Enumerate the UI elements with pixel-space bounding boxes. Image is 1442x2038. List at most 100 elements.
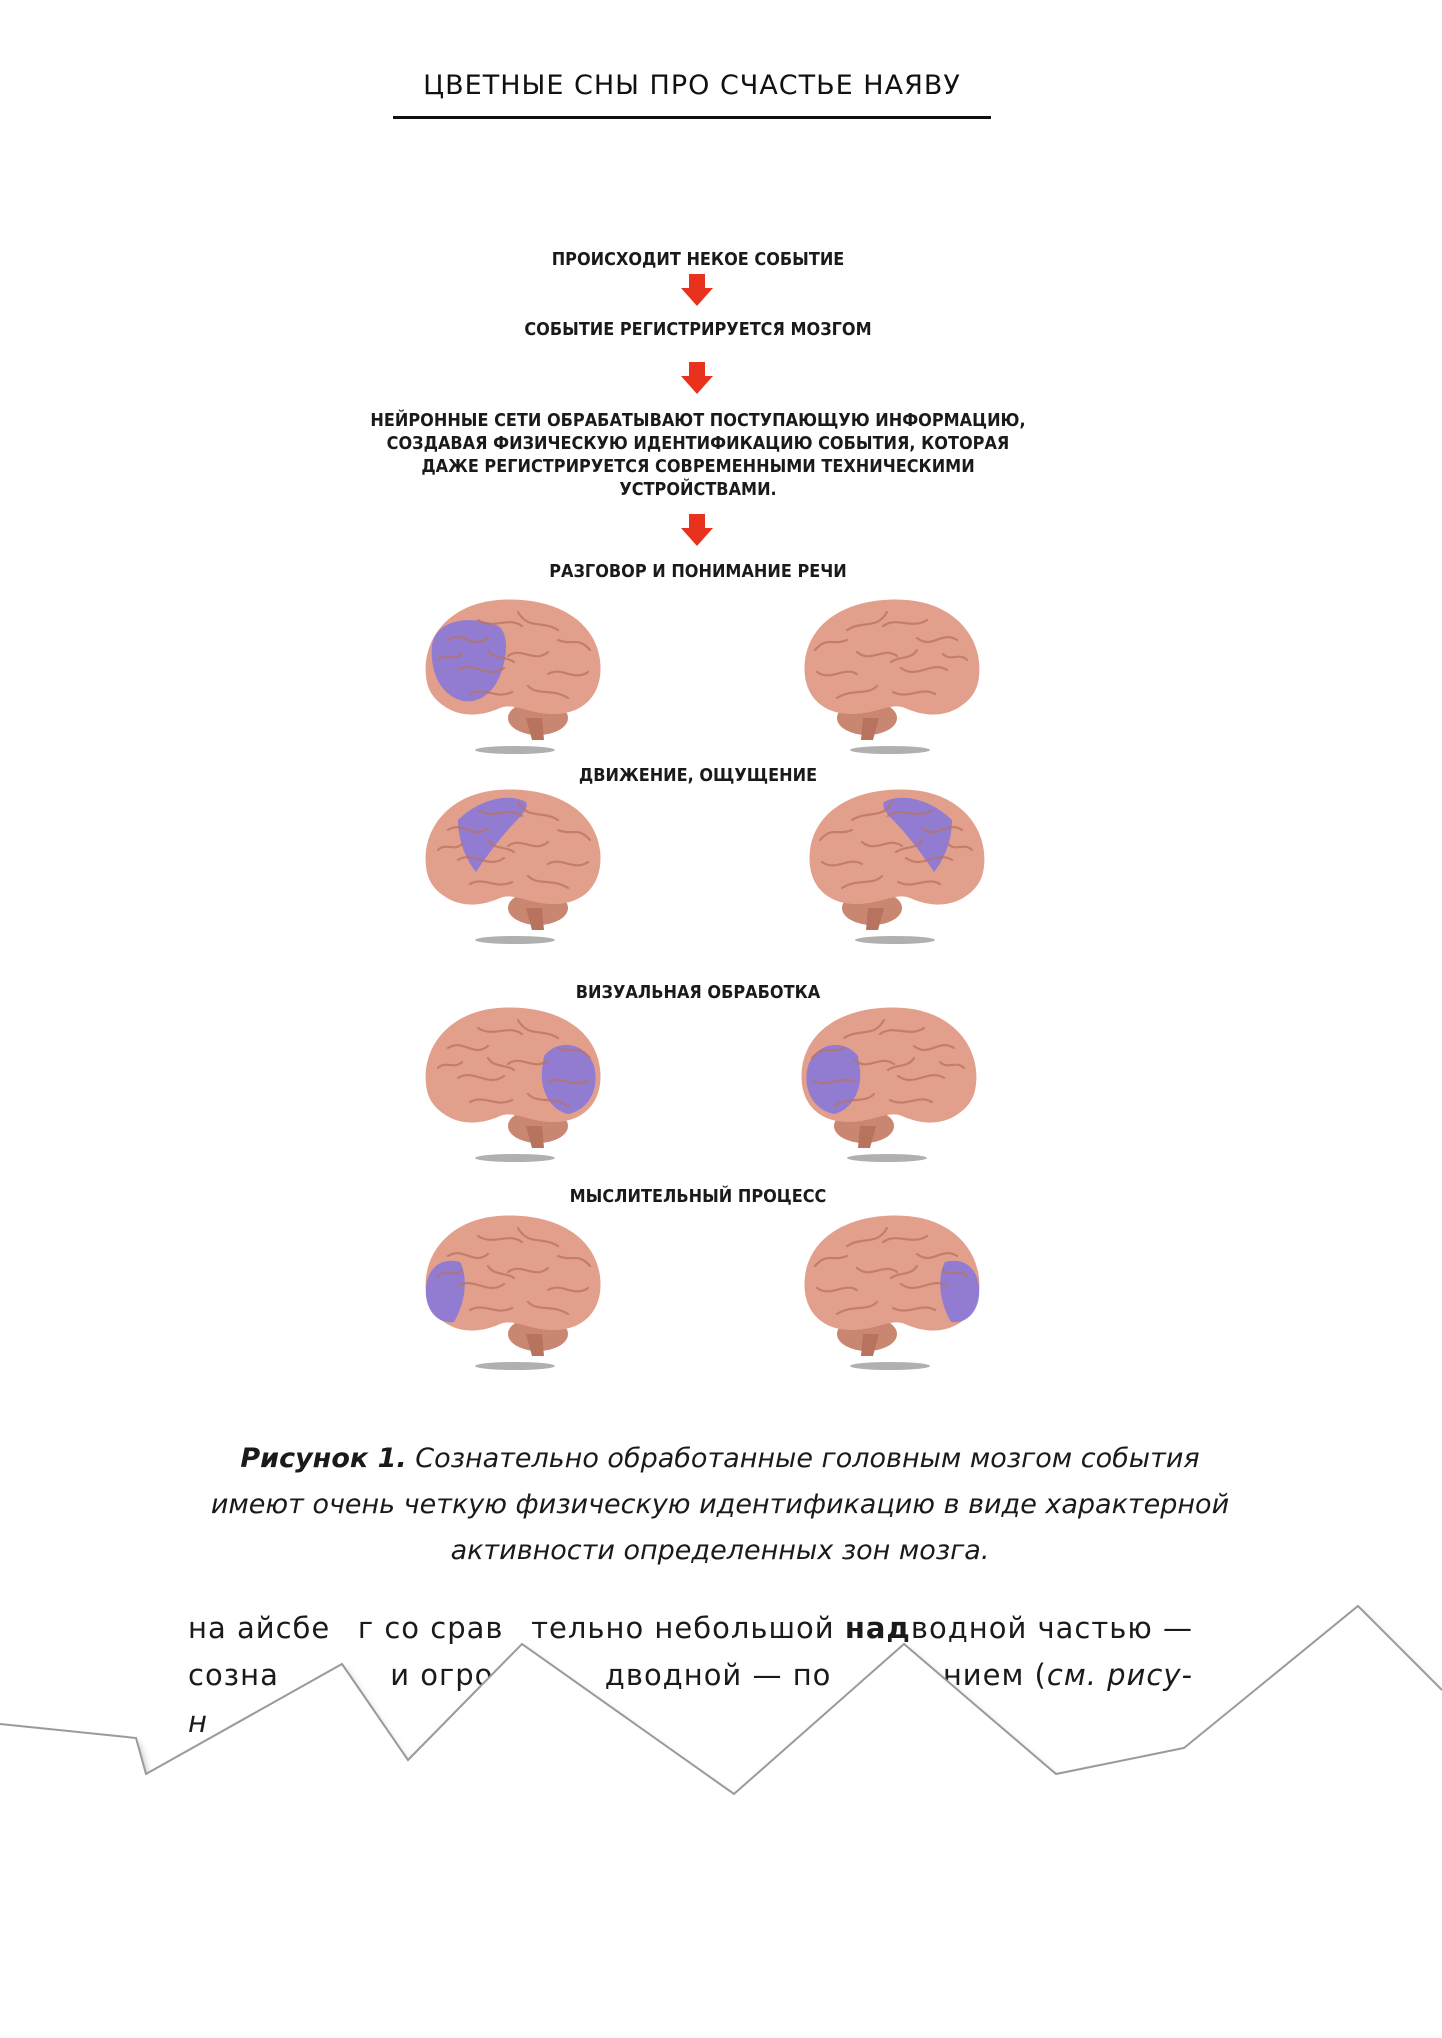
brain-fold	[486, 838, 516, 854]
brain-fold	[446, 1252, 490, 1260]
brain-fold	[556, 1254, 592, 1268]
brain-fold	[840, 874, 884, 890]
brain-fold	[889, 648, 919, 664]
torn-paper-edge	[0, 1604, 1442, 2038]
highlighted-region	[458, 797, 527, 872]
body-paragraph: на айсбе г со срав тельно небольшой надв…	[188, 1605, 1193, 1746]
zone-title-visual: ВИЗУАЛЬНАЯ ОБРАБОТКА	[575, 983, 821, 1003]
brain-stem	[861, 718, 879, 740]
brain-image-left-motor	[418, 780, 612, 950]
brain-fold	[889, 1264, 919, 1280]
brain-fold	[812, 1078, 856, 1085]
brain-fold	[915, 1252, 959, 1260]
brain-fold	[842, 1018, 886, 1040]
brain-stem	[526, 908, 544, 930]
brain-image-left-thinking	[418, 1206, 612, 1376]
down-arrow-icon	[681, 274, 713, 306]
brain-fold	[894, 838, 924, 854]
brain-fold	[860, 840, 904, 848]
brain-fold	[556, 1046, 592, 1060]
brain-fold	[556, 828, 592, 842]
brain-fold	[486, 648, 516, 664]
running-header: ЦВЕТНЫЕ СНЫ ПРО СЧАСТЬЕ НАЯВУ	[423, 70, 961, 101]
brain-fold	[546, 860, 590, 867]
down-arrow-icon	[681, 514, 713, 546]
brain-fold	[546, 1286, 590, 1293]
brain-fold	[904, 856, 954, 864]
body-fragment: дводной — по	[604, 1658, 832, 1692]
down-arrow-icon	[681, 362, 713, 394]
brain-fold	[820, 860, 864, 867]
brain-shadow	[475, 1154, 555, 1162]
header-rule	[393, 116, 991, 119]
brain-shadow	[475, 746, 555, 754]
flow-step-registered: СОБЫТИЕ РЕГИСТРИРУЕТСЯ МОЗГОМ	[524, 320, 872, 340]
brain-fold	[878, 1026, 926, 1036]
zone-title-motor: ДВИЖЕНИЕ, ОЩУЩЕНИЕ	[578, 766, 818, 786]
brain-fold	[835, 684, 879, 700]
flow-step-line: СОЗДАВАЯ ФИЗИЧЕСКУЮ ИДЕНТИФИКАЦИЮ СОБЫТИ…	[386, 434, 1010, 454]
brain-fold	[899, 666, 949, 674]
body-fragment: тельно небольшой	[531, 1611, 845, 1645]
brain-fold	[436, 652, 464, 662]
body-italic-fragment: н	[188, 1705, 208, 1739]
brain-fold	[456, 1282, 506, 1290]
brain-fold	[468, 880, 514, 886]
brain-fold	[516, 800, 560, 822]
brain-shadow	[475, 1362, 555, 1370]
highlighted-region	[541, 1044, 596, 1114]
body-bold-fragment: над	[844, 1611, 911, 1645]
figure-caption: Рисунок 1. Сознательно обработанные голо…	[170, 1436, 1270, 1574]
brain-fold	[813, 1254, 849, 1268]
brain-fold	[526, 684, 570, 700]
brain-stem	[526, 1126, 544, 1148]
brain-stem	[526, 1334, 544, 1356]
brain-fold	[526, 874, 570, 890]
body-fragment: водной частью —	[910, 1611, 1193, 1645]
brain-fold	[881, 618, 929, 628]
caption-line: имеют очень четкую физическую идентифика…	[210, 1489, 1230, 1520]
body-fragment: на айсбе	[188, 1611, 331, 1645]
brain-fold	[456, 666, 506, 674]
body-fragment: нием (см. рису-	[943, 1652, 1193, 1699]
brain-fold	[818, 828, 854, 842]
flow-step-event: ПРОИСХОДИТ НЕКОЕ СОБЫТИЕ	[551, 250, 845, 270]
body-fragment: нием (	[942, 1658, 1047, 1692]
brain-fold	[476, 808, 524, 818]
body-fragment: созна	[188, 1658, 279, 1692]
brain-stem	[866, 908, 884, 930]
brain-fold	[832, 1092, 876, 1108]
zone-title-thinking: МЫСЛИТЕЛЬНЫЙ ПРОЦЕСС	[569, 1187, 827, 1207]
brain-fold	[506, 840, 550, 848]
brain-fold	[468, 690, 514, 696]
brain-fold	[456, 856, 506, 864]
brain-fold	[476, 1234, 524, 1244]
brain-fold	[546, 670, 590, 677]
body-line: созна и огро дводной — по нием (см. рису…	[188, 1652, 1193, 1699]
brain-image-left-visual	[418, 998, 612, 1168]
brain-fold	[526, 1092, 570, 1108]
highlighted-region	[425, 1260, 465, 1323]
flow-step-neural-networks: НЕЙРОННЫЕ СЕТИ ОБРАБАТЫВАЮТ ПОСТУПАЮЩУЮ …	[332, 410, 1064, 502]
brain-fold	[815, 670, 859, 677]
body-italic-fragment: см. рису-	[1046, 1658, 1193, 1692]
body-fragment: и огро	[390, 1658, 494, 1692]
brain-fold	[516, 610, 560, 632]
brain-shadow	[847, 1154, 927, 1162]
brain-fold	[516, 1226, 560, 1248]
brain-fold	[855, 1266, 899, 1274]
brain-fold	[446, 636, 490, 644]
brain-fold	[946, 842, 974, 852]
brain-fold	[506, 650, 550, 658]
caption-line: активности определенных зон мозга.	[450, 1535, 990, 1566]
brain-fold	[486, 1264, 516, 1280]
brain-fold	[436, 1060, 464, 1070]
brain-fold	[850, 800, 894, 822]
brain-fold	[938, 1060, 966, 1070]
highlighted-region	[883, 797, 952, 872]
brain-fold	[886, 1056, 916, 1072]
brain-fold	[546, 1078, 590, 1085]
brain-fold	[506, 1058, 550, 1066]
brain-fold	[468, 1098, 514, 1104]
brain-fold	[852, 1058, 896, 1066]
